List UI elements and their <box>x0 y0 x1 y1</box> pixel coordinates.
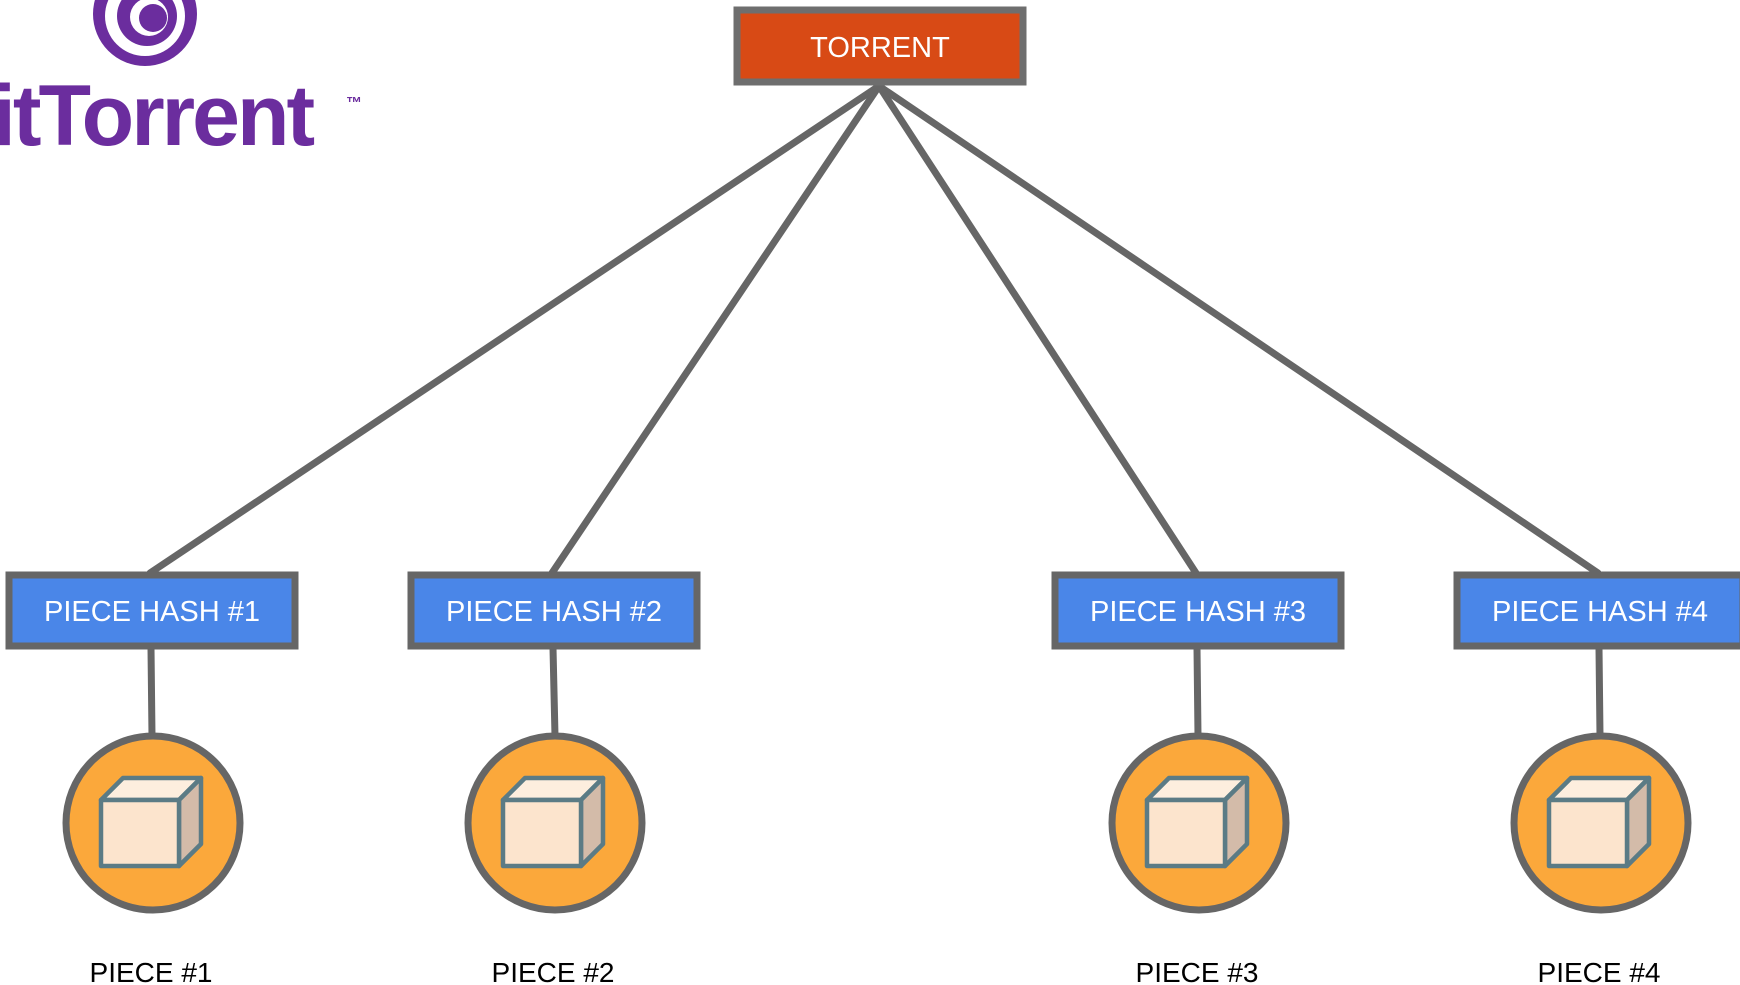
edge-root-hash-1 <box>146 82 883 577</box>
piece-label: PIECE #1 <box>90 957 213 985</box>
piece-label: PIECE #4 <box>1538 957 1661 985</box>
edge-hash-piece-3 <box>1193 644 1202 740</box>
hash-node-1: PIECE HASH #1 <box>5 571 299 650</box>
bittorrent-swirl-icon <box>93 0 197 66</box>
piece-node-1 <box>62 732 244 914</box>
hash-node-4: PIECE HASH #4 <box>1453 571 1740 650</box>
hash-node-2: PIECE HASH #2 <box>407 571 701 650</box>
torrent-node-label: TORRENT <box>810 32 950 64</box>
edge-hash-piece-4 <box>1595 644 1604 740</box>
piece-edges <box>147 644 1604 740</box>
hash-node-label: PIECE HASH #3 <box>1090 596 1306 628</box>
piece-node-3 <box>1108 732 1290 914</box>
hash-node-label: PIECE HASH #2 <box>446 596 662 628</box>
hash-node-3: PIECE HASH #3 <box>1051 571 1345 650</box>
bittorrent-logo: itTorrent ™ <box>0 0 362 164</box>
edge-root-hash-2 <box>548 82 883 577</box>
hash-node-label: PIECE HASH #4 <box>1492 596 1708 628</box>
root-edges <box>146 82 1602 577</box>
piece-label: PIECE #3 <box>1136 957 1259 985</box>
box-icon <box>500 775 606 869</box>
edge-hash-piece-2 <box>549 644 559 740</box>
box-icon <box>1144 775 1250 869</box>
hash-node-label: PIECE HASH #1 <box>44 596 260 628</box>
logo-wordmark: itTorrent <box>0 68 315 164</box>
edge-hash-piece-1 <box>147 644 156 740</box>
torrent-node: TORRENT <box>733 6 1027 86</box>
logo-trademark: ™ <box>346 95 362 112</box>
box-icon <box>98 775 204 869</box>
edge-root-hash-3 <box>875 82 1200 577</box>
piece-node-2 <box>464 732 646 914</box>
piece-node-4 <box>1510 732 1692 914</box>
edge-root-hash-4 <box>875 82 1602 577</box>
piece-label: PIECE #2 <box>492 957 615 985</box>
box-icon <box>1546 775 1652 869</box>
